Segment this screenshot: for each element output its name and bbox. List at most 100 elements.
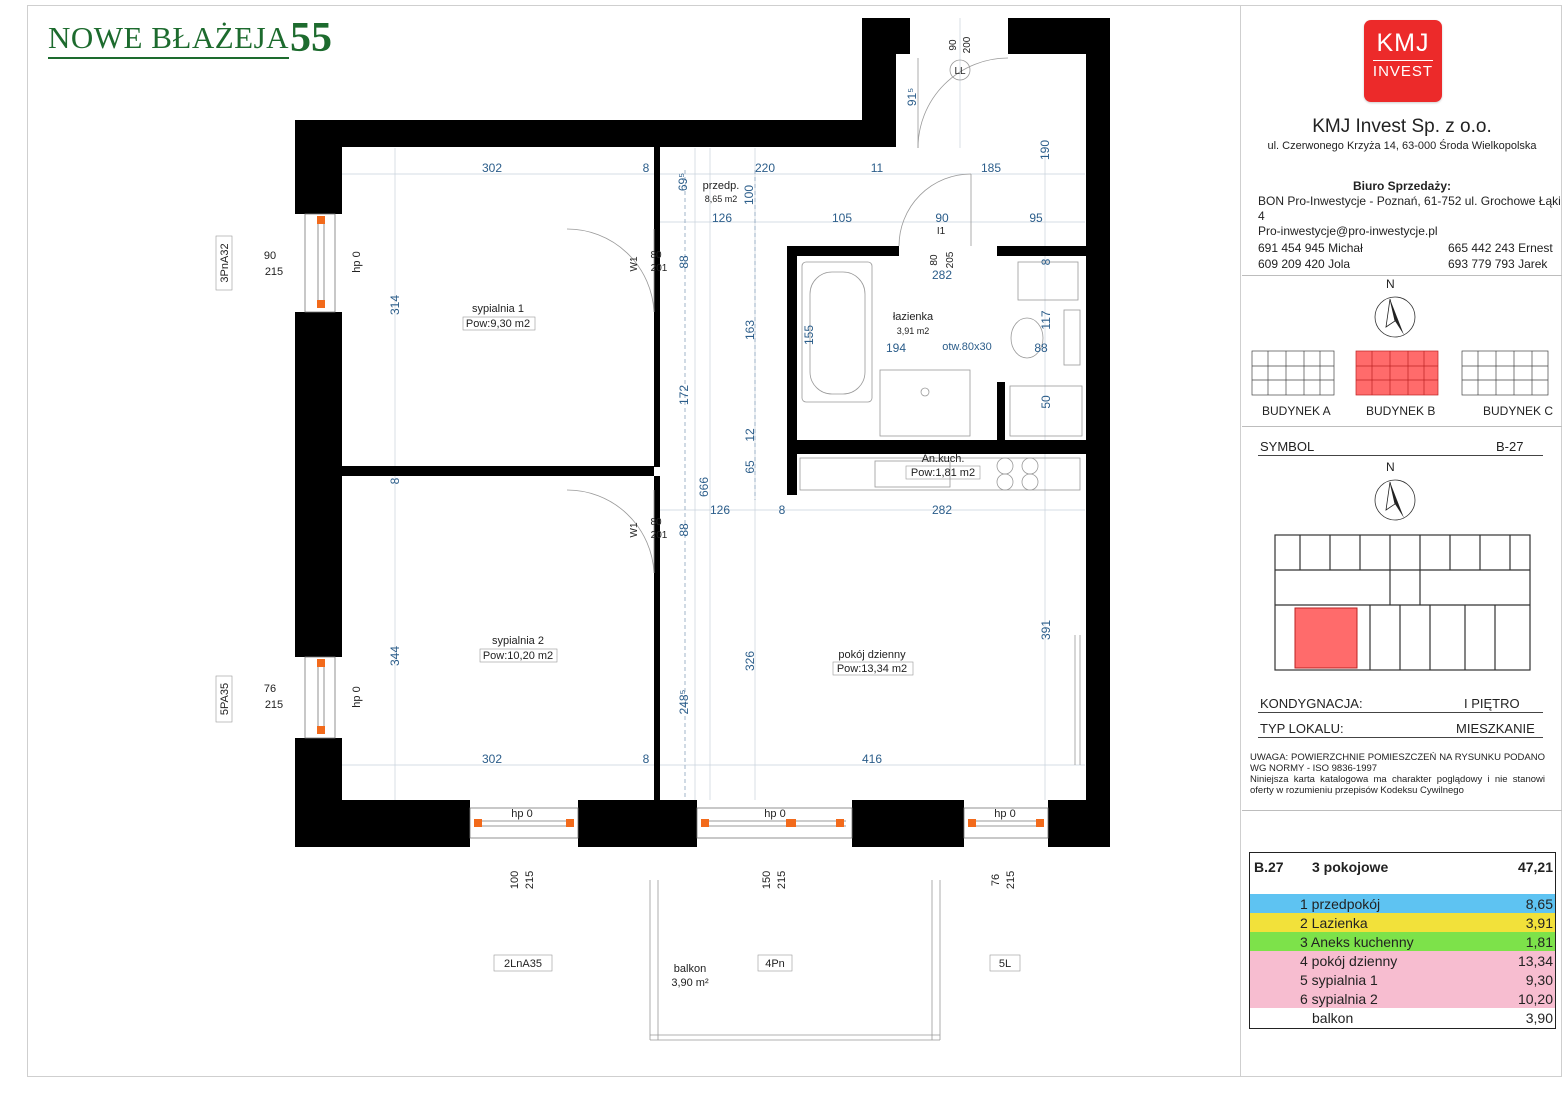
phones-right: 665 442 243 Ernest 693 779 793 Jarek (1448, 240, 1553, 272)
window-b3-h: 215 (1005, 871, 1017, 889)
brand-number: 55 (290, 15, 332, 61)
building-c-thumb (1461, 350, 1549, 396)
phone-entry[interactable]: 665 442 243 Ernest (1448, 241, 1553, 255)
table-row-label: 5 sypialnia 1 (1300, 972, 1378, 988)
symbol-label: SYMBOL (1260, 439, 1315, 454)
dim: 282 (932, 503, 952, 517)
room-kitchen-area: Pow:1,81 m2 (911, 467, 975, 479)
window-b1-w: 100 (509, 871, 521, 889)
separator (1242, 810, 1562, 811)
window-left2-hp: hp 0 (351, 686, 363, 707)
window-left1-code: 3PnA32 (219, 243, 231, 282)
logo-line2: INVEST (1372, 63, 1434, 80)
dim: 8 (388, 477, 402, 484)
dim: 126 (710, 503, 730, 517)
dim: 344 (388, 646, 402, 666)
dim: 88 (677, 255, 691, 269)
door-bath-w: 80 (929, 254, 940, 266)
phone-entry[interactable]: 693 779 793 Jarek (1448, 257, 1548, 271)
separator (1242, 426, 1562, 427)
table-row-label: 2 Lazienka (1300, 915, 1368, 931)
dimension-labels-vertical: 190 69⁵ 100 88 314 163 155 117 8 172 50 … (388, 88, 1053, 715)
office-line1: BON Pro-Inwestycje - Poznań, 61-752 ul. … (1258, 194, 1561, 223)
table-row-label: 4 pokój dzienny (1300, 953, 1398, 969)
type-underline (1258, 737, 1543, 738)
kitchen-fixtures (799, 457, 1081, 491)
window-left1-h: 215 (265, 266, 283, 278)
balcony-outline (649, 880, 941, 1041)
symbol-underline (1258, 455, 1543, 456)
dim: 248⁵ (677, 689, 691, 714)
bathroom-fixtures (801, 261, 1083, 437)
window-left2-code: 5PA35 (219, 683, 231, 715)
window-labels: 3PnA32 90 215 hp 0 5PA35 76 215 hp 0 hp … (215, 235, 1021, 972)
apartment-code: B.27 (1254, 859, 1284, 875)
unit-type-label: TYP LOKALU: (1260, 721, 1344, 736)
door-w1-h-2: 201 (651, 530, 668, 541)
compass-label: N (1386, 277, 1395, 291)
window-left1-hp: hp 0 (351, 251, 363, 272)
dim: 391 (1039, 620, 1053, 640)
company-address: ul. Czerwonego Krzyża 14, 63-000 Środa W… (1267, 140, 1537, 152)
phone-entry[interactable]: 609 209 420 Jola (1258, 257, 1351, 271)
room-living-name: pokój dzienny (838, 649, 906, 661)
window-b1-hp: hp 0 (511, 808, 532, 820)
window-b2-h: 215 (776, 871, 788, 889)
office-email[interactable]: Pro-inwestycje@pro-inwestycje.pl (1258, 224, 1438, 238)
office-details: BON Pro-Inwestycje - Poznań, 61-752 ul. … (1258, 194, 1568, 239)
door-entrance-w: 90 (948, 39, 959, 51)
kmj-logo: KMJ INVEST (1364, 20, 1442, 102)
dim: 302 (482, 161, 502, 175)
table-header: B.27 3 pokojowe 47,21 (1250, 857, 1555, 876)
table-row-value: 8,65 (1525, 896, 1553, 912)
room-kitchen-name: An.kuch. (922, 453, 965, 465)
window-left2-h: 215 (265, 699, 283, 711)
room-labels: sypialnia 1 Pow:9,30 m2 sypialnia 2 Pow:… (466, 180, 992, 989)
dim: 69⁵ (676, 173, 690, 191)
dim: 416 (862, 752, 882, 766)
room-bath-area: 3,91 m2 (897, 326, 930, 336)
room-hall-area: 8,65 m2 (705, 194, 738, 204)
door-w1-h: 201 (651, 263, 668, 274)
door-w1-label-2: W1 (629, 522, 640, 537)
window-b3-hp: hp 0 (994, 808, 1015, 820)
compass-icon: N (1374, 460, 1416, 521)
dim: 117 (1039, 310, 1053, 329)
dim: 190 (1038, 140, 1052, 160)
room-bath-note: otw.80x30 (942, 341, 992, 353)
room-bath-name: łazienka (893, 311, 934, 323)
window-frames (304, 213, 1049, 839)
dim: 88 (1034, 341, 1048, 355)
room-living-area: Pow:13,34 m2 (837, 663, 907, 675)
apartment-highlight (1294, 607, 1358, 669)
office-heading: Biuro Sprzedaży: (1352, 179, 1451, 193)
key-plan (1274, 534, 1531, 671)
dim: 194 (886, 341, 906, 355)
room-bedroom2-area: Pow:10,20 m2 (483, 650, 553, 662)
dim: 314 (388, 295, 402, 315)
table-row-label: balkon (1312, 1010, 1354, 1026)
window-markers (317, 216, 1044, 827)
dim: 65 (743, 460, 757, 474)
table-row-label: 1 przedpokój (1300, 896, 1381, 912)
dim: 105 (832, 211, 852, 225)
window-b2-hp: hp 0 (764, 808, 785, 820)
table-row-value: 10,20 (1517, 991, 1553, 1007)
logo-bar (1373, 60, 1433, 61)
dim: 8 (643, 161, 650, 175)
dim: 220 (755, 161, 775, 175)
apartment-total: 47,21 (1517, 859, 1553, 875)
separator (1242, 275, 1562, 276)
dim: 302 (482, 752, 502, 766)
window-b3-w: 76 (990, 874, 1002, 886)
building-thumbnails (1251, 350, 1549, 396)
dim: 8 (779, 503, 786, 517)
dim: 126 (712, 211, 732, 225)
building-b-label: BUDYNEK B (1366, 404, 1436, 418)
phone-entry[interactable]: 691 454 945 Michał (1258, 241, 1363, 255)
